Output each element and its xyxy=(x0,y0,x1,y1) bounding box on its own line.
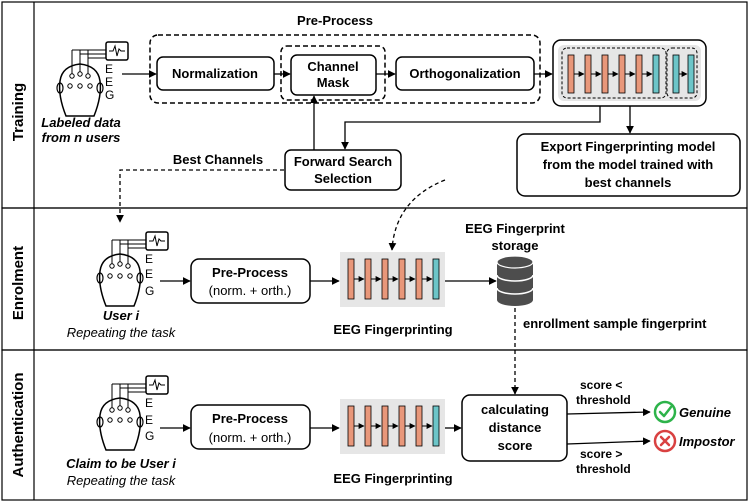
nn-layer xyxy=(364,258,372,300)
channel-mask-dashed xyxy=(280,45,386,101)
nn-layer xyxy=(415,405,423,447)
nn-layer xyxy=(398,258,406,300)
forward-search-box xyxy=(284,149,402,191)
auth-fingerprinting-label: EEG Fingerprinting xyxy=(333,471,452,486)
enrolment-preprocess-sub: (norm. + orth.) xyxy=(209,283,292,298)
eeg-letter: E xyxy=(145,267,153,281)
score-lt-label: score < xyxy=(580,378,622,392)
nn-layer xyxy=(687,54,695,94)
genuine-label: Genuine xyxy=(679,405,731,420)
eeg-letter: G xyxy=(145,284,154,298)
eeg-letter: E xyxy=(105,75,113,89)
export-model-label: from the model trained with xyxy=(543,157,714,172)
nn-layer xyxy=(398,405,406,447)
preprocess-title: Pre-Process xyxy=(297,13,373,28)
nn-layer xyxy=(618,54,626,94)
distance-label: calculating xyxy=(481,402,549,417)
eeg-head-icon xyxy=(56,41,129,117)
nn-layer xyxy=(432,405,440,447)
eeg-letter: E xyxy=(105,62,113,76)
score-lt-label: threshold xyxy=(576,393,631,407)
export-model-label: Export Fingerprinting model xyxy=(541,139,716,154)
nn-layer xyxy=(364,405,372,447)
channel-mask-label: Mask xyxy=(317,75,350,90)
preprocess-group xyxy=(149,34,541,104)
eeg-letter: E xyxy=(145,396,153,410)
orthogonalization-label: Orthogonalization xyxy=(409,66,520,81)
nn-layer xyxy=(601,54,609,94)
auth-preprocess-sub: (norm. + orth.) xyxy=(209,430,292,445)
eeg-letter: G xyxy=(145,429,154,443)
nn-layer xyxy=(381,258,389,300)
nn-layer xyxy=(584,54,592,94)
nn-layer xyxy=(567,54,575,94)
export-model-label: best channels xyxy=(585,175,672,190)
section-label-training: Training xyxy=(10,83,27,141)
impostor-label: Impostor xyxy=(679,434,736,449)
distance-label: score xyxy=(498,438,533,453)
nn-auth-layers xyxy=(347,405,440,447)
auth-preprocess-box xyxy=(190,404,311,450)
auth-preprocess-label: Pre-Process xyxy=(212,411,288,426)
database-icon xyxy=(496,255,534,306)
channel-mask-label: Channel xyxy=(307,59,358,74)
channel-mask-box xyxy=(290,54,377,96)
forward-search-label: Selection xyxy=(314,171,372,186)
export-model-box xyxy=(516,133,741,197)
user-label: User i xyxy=(103,308,140,323)
enrolment-preprocess-label: Pre-Process xyxy=(212,265,288,280)
labeled-data-label: Labeled data xyxy=(41,115,120,130)
best-channels-label: Best Channels xyxy=(173,152,263,167)
labeled-data-label: from n users xyxy=(42,130,121,145)
nn-layer xyxy=(635,54,643,94)
authentication-section xyxy=(1,349,748,501)
forward-search-label: Forward Search xyxy=(294,154,392,169)
eeg-letter: G xyxy=(105,88,114,102)
section-label-enrolment: Enrolment xyxy=(10,246,27,320)
nn-layer xyxy=(347,405,355,447)
nn-layer xyxy=(672,54,680,94)
task-label: Repeating the task xyxy=(67,473,177,488)
eeg-letter: E xyxy=(145,252,153,266)
nn-enrol-layers xyxy=(347,258,440,300)
score-gt-label: score > xyxy=(580,447,622,461)
nn-layer xyxy=(415,258,423,300)
check-icon xyxy=(653,400,677,424)
nn-layer xyxy=(381,405,389,447)
eeg-letter: E xyxy=(145,413,153,427)
score-gt-label: threshold xyxy=(576,462,631,476)
section-label-authentication: Authentication xyxy=(10,373,27,478)
normalization-label: Normalization xyxy=(172,66,258,81)
nn-layer xyxy=(432,258,440,300)
distance-label: distance xyxy=(489,420,542,435)
nn-layer xyxy=(652,54,660,94)
cross-icon xyxy=(653,429,677,453)
nn-layer xyxy=(347,258,355,300)
nn-train-layers xyxy=(567,54,695,94)
claim-label: Claim to be User i xyxy=(66,456,176,471)
storage-label: storage xyxy=(492,238,539,253)
enrolment-fingerprinting-label: EEG Fingerprinting xyxy=(333,322,452,337)
storage-label: EEG Fingerprint xyxy=(465,221,565,236)
enrollment-sample-label: enrollment sample fingerprint xyxy=(523,316,707,331)
task-label: Repeating the task xyxy=(67,325,177,340)
model-panel xyxy=(558,45,701,101)
distance-score-box xyxy=(461,394,568,462)
